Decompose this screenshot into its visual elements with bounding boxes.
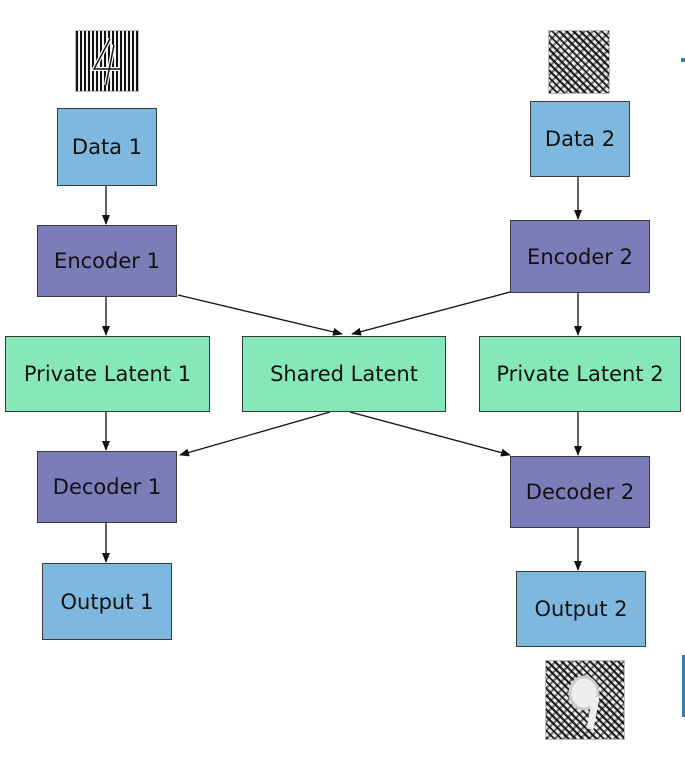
encoder-2-label: Encoder 2: [527, 244, 633, 269]
private-latent-1-label: Private Latent 1: [23, 362, 192, 386]
arrow-encoder1-shared: [177, 294, 343, 336]
arrow-shared-decoder1: [179, 411, 331, 457]
edge-marker-top: [681, 58, 685, 62]
data-2-label: Data 2: [544, 127, 616, 151]
encoder-2-node: Encoder 2: [510, 220, 650, 293]
data-1-label: Data 1: [71, 135, 143, 159]
output-1-node: Output 1: [42, 563, 172, 640]
output-1-label: Output 1: [60, 589, 154, 614]
decoder-1-node: Decoder 1: [37, 451, 177, 523]
decoder-2-node: Decoder 2: [510, 456, 650, 528]
shared-latent-label: Shared Latent: [270, 362, 418, 386]
encoder-1-node: Encoder 1: [37, 225, 177, 297]
arrow-encoder2-shared: [351, 291, 511, 336]
input-image-1: [75, 30, 139, 92]
private-latent-1-node: Private Latent 1: [5, 336, 210, 412]
data-1-node: Data 1: [57, 108, 157, 186]
encoder-1-label: Encoder 1: [54, 249, 160, 273]
decoder-2-label: Decoder 2: [525, 480, 635, 504]
edge-marker-bottom: [682, 655, 685, 717]
data-2-node: Data 2: [530, 101, 630, 177]
shared-latent-node: Shared Latent: [242, 336, 446, 412]
digit-4-glyph: [90, 38, 120, 86]
decoder-1-label: Decoder 1: [52, 475, 162, 499]
private-latent-2-node: Private Latent 2: [479, 336, 681, 412]
arrow-shared-decoder2: [349, 411, 511, 457]
output-2-label: Output 2: [534, 597, 628, 621]
digit-9-glyph: [568, 675, 600, 730]
input-image-2: [548, 30, 610, 94]
private-latent-2-label: Private Latent 2: [496, 362, 664, 386]
output-image-2: [545, 660, 625, 740]
output-2-node: Output 2: [516, 571, 646, 647]
